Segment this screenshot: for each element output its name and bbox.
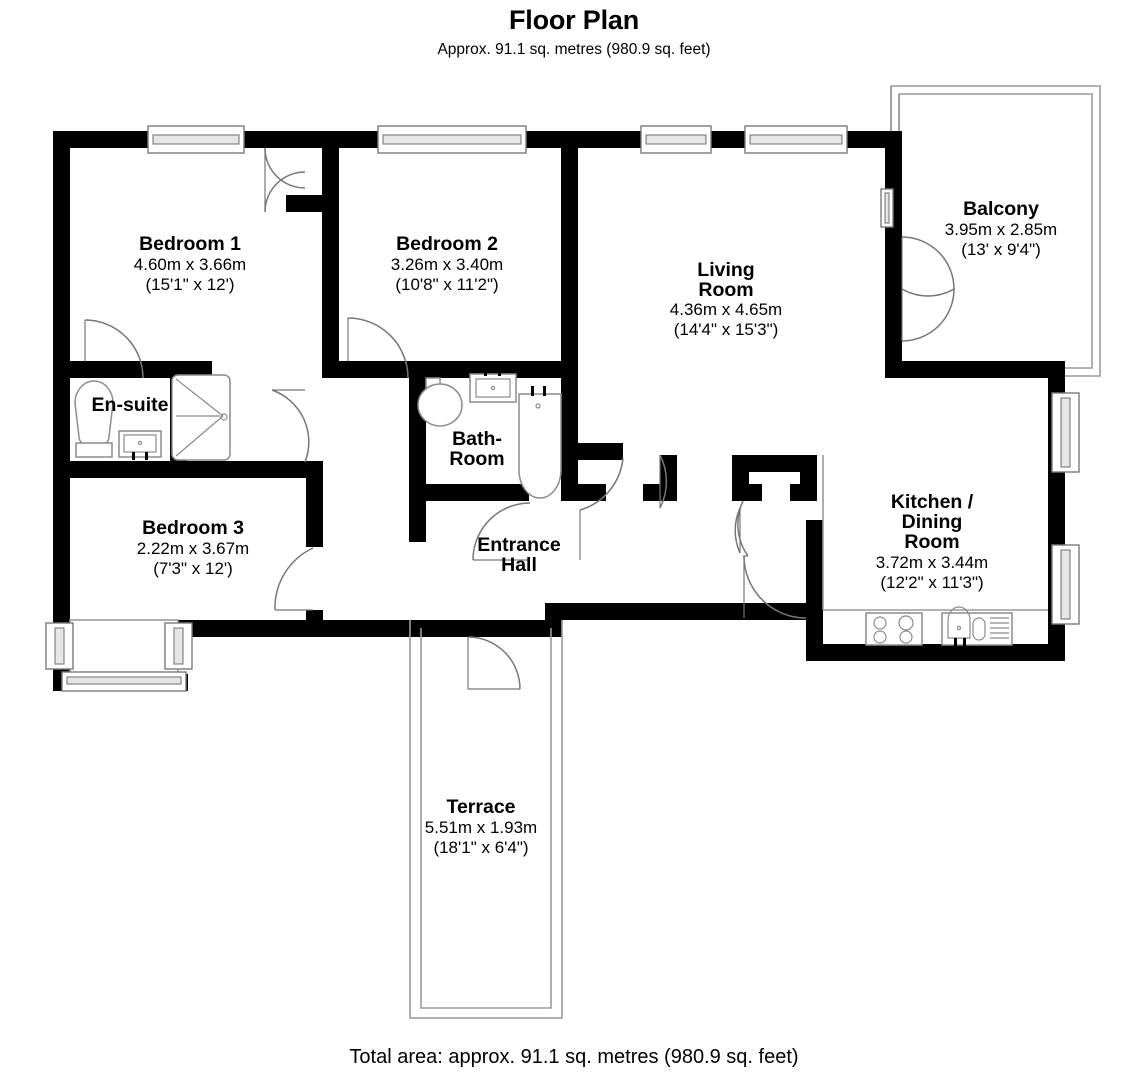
svg-text:Dining: Dining — [902, 511, 963, 533]
building-walls-top — [53, 131, 1065, 691]
svg-text:Kitchen /: Kitchen / — [891, 491, 974, 513]
svg-text:Bedroom 2: Bedroom 2 — [396, 233, 498, 255]
svg-text:3.95m x 2.85m: 3.95m x 2.85m — [945, 220, 1057, 239]
svg-text:Bedroom 3: Bedroom 3 — [142, 517, 244, 539]
room-label-entrance-hall: Entrance Hall — [477, 534, 561, 576]
page-header: Floor Plan Approx. 91.1 sq. metres (980.… — [0, 0, 1148, 58]
room-label-bath-room: Bath- Room — [449, 428, 504, 470]
svg-text:Room: Room — [698, 279, 753, 301]
window-living-room-right — [744, 125, 848, 154]
svg-text:Bath-: Bath- — [452, 428, 502, 450]
svg-text:(18'1" x 6'4"): (18'1" x 6'4") — [433, 838, 528, 857]
hob — [865, 612, 923, 646]
sink-bathroom — [469, 367, 517, 403]
bathtub — [518, 386, 562, 499]
window-bedroom-1 — [147, 125, 245, 154]
sink-ensuite — [118, 430, 162, 460]
svg-text:Balcony: Balcony — [963, 198, 1039, 220]
svg-text:(13' x 9'4"): (13' x 9'4") — [961, 240, 1041, 259]
en-suite-fixtures — [74, 374, 231, 461]
shower-ensuite — [171, 374, 231, 461]
door-terrace — [467, 636, 521, 690]
door-bedroom-2 — [347, 317, 409, 379]
window-kitchen-upper — [1051, 392, 1080, 473]
page-subtitle: Approx. 91.1 sq. metres (980.9 sq. feet) — [437, 40, 711, 58]
window-living-room-left — [640, 125, 712, 154]
window-bedroom-2 — [377, 125, 527, 154]
window-kitchen-lower — [1051, 544, 1080, 625]
room-label-bedroom-1: Bedroom 1 4.60m x 3.66m (15'1" x 12') — [134, 233, 246, 294]
page-title: Floor Plan — [508, 5, 639, 35]
svg-text:Bedroom 1: Bedroom 1 — [139, 233, 241, 255]
svg-text:Room: Room — [449, 448, 504, 470]
kitchen-fixtures — [822, 455, 1048, 646]
door-bedroom-1-hall — [271, 389, 310, 463]
room-label-bedroom-2: Bedroom 2 3.26m x 3.40m (10'8" x 11'2") — [391, 233, 503, 294]
room-label-bedroom-3: Bedroom 3 2.22m x 3.67m (7'3" x 12') — [137, 517, 249, 578]
kitchen-sink — [941, 606, 1013, 646]
door-bedroom-3 — [274, 547, 314, 611]
door-bedroom-1-top — [264, 147, 306, 213]
window-balcony-door — [880, 188, 894, 228]
room-label-kitchen-dining-room: Kitchen / Dining Room 3.72m x 3.44m (12'… — [876, 491, 988, 592]
svg-text:(12'2" x 11'3"): (12'2" x 11'3") — [880, 573, 983, 592]
door-kitchen — [743, 555, 807, 619]
door-hall-left — [579, 457, 624, 560]
room-label-balcony: Balcony 3.95m x 2.85m (13' x 9'4") — [945, 198, 1057, 259]
door-balcony — [901, 236, 955, 342]
svg-text:3.72m x 3.44m: 3.72m x 3.44m — [876, 553, 988, 572]
door-ensuite — [84, 319, 144, 379]
svg-text:Terrace: Terrace — [446, 796, 515, 818]
windows-top-wall — [147, 125, 848, 154]
toilet-bathroom — [417, 377, 463, 427]
svg-text:(15'1" x 12'): (15'1" x 12') — [145, 275, 234, 294]
svg-text:(10'8" x 11'2"): (10'8" x 11'2") — [395, 275, 498, 294]
door-hall-middle — [659, 454, 668, 509]
terrace-structure — [409, 620, 563, 1019]
svg-text:Room: Room — [904, 531, 959, 553]
door-cupboard-2 — [737, 500, 749, 557]
toilet-ensuite — [74, 380, 114, 458]
bay-window-bedroom-3 — [45, 619, 193, 692]
total-area-text: Total area: approx. 91.1 sq. metres (980… — [349, 1046, 799, 1068]
svg-text:(14'4" x 15'3"): (14'4" x 15'3") — [674, 320, 779, 339]
svg-text:4.36m x 4.65m: 4.36m x 4.65m — [670, 300, 782, 319]
svg-text:En-suite: En-suite — [92, 394, 169, 416]
door-bathroom — [472, 502, 531, 561]
room-label-living-room: Living Room 4.36m x 4.65m (14'4" x 15'3"… — [670, 259, 782, 339]
svg-text:Entrance: Entrance — [477, 534, 561, 556]
bathroom-fixtures — [417, 367, 562, 499]
svg-text:3.26m x 3.40m: 3.26m x 3.40m — [391, 255, 503, 274]
room-label-en-suite: En-suite — [92, 394, 169, 416]
svg-text:Hall: Hall — [501, 554, 537, 576]
svg-text:5.51m x 1.93m: 5.51m x 1.93m — [425, 818, 537, 837]
room-label-terrace: Terrace 5.51m x 1.93m (18'1" x 6'4") — [425, 796, 537, 857]
svg-text:Living: Living — [697, 259, 754, 281]
svg-text:2.22m x 3.67m: 2.22m x 3.67m — [137, 539, 249, 558]
svg-text:4.60m x 3.66m: 4.60m x 3.66m — [134, 255, 246, 274]
svg-text:(7'3" x 12'): (7'3" x 12') — [153, 559, 233, 578]
windows-kitchen-right — [1051, 392, 1080, 625]
door-swings — [84, 147, 807, 690]
room-labels: Bedroom 1 4.60m x 3.66m (15'1" x 12') Be… — [92, 198, 1058, 857]
